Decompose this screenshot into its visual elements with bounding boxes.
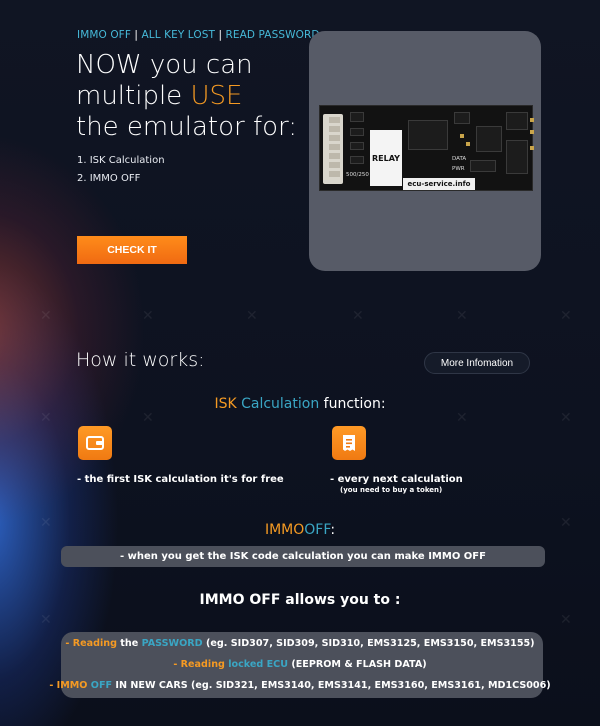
uses-list: 1. ISK Calculation 2. IMMO OFF bbox=[77, 152, 165, 188]
allows-password: PASSWORD bbox=[141, 638, 203, 649]
allows-reading: - Reading bbox=[65, 638, 117, 649]
link-all-key-lost[interactable]: ALL KEY LOST bbox=[141, 29, 215, 41]
decor-cross: ✕ bbox=[142, 410, 154, 426]
decor-cross: ✕ bbox=[456, 308, 468, 324]
decor-cross: ✕ bbox=[560, 612, 572, 628]
immo-off-info-bar: - when you get the ISK code calculation … bbox=[61, 546, 545, 567]
check-it-button[interactable]: CHECK IT bbox=[77, 236, 187, 264]
receipt-icon bbox=[332, 426, 366, 460]
immo-title-off: OFF bbox=[304, 522, 331, 538]
decor-cross: ✕ bbox=[560, 410, 572, 426]
hero-title: NOW you can multiple USE the emulator fo… bbox=[76, 50, 297, 143]
decor-cross: ✕ bbox=[560, 308, 572, 324]
isk-title-function: function: bbox=[323, 396, 386, 412]
decor-cross: ✕ bbox=[246, 308, 258, 324]
connector-icon bbox=[323, 114, 343, 184]
immo-title-immo: IMMO bbox=[264, 522, 305, 538]
brand-label: ecu-service.info bbox=[403, 178, 475, 190]
relay-label: RELAY bbox=[370, 130, 402, 186]
hero-title-use: USE bbox=[190, 81, 243, 111]
decor-cross: ✕ bbox=[40, 612, 52, 628]
allows-immo: - IMMO bbox=[49, 680, 88, 691]
link-immo-off[interactable]: IMMO OFF bbox=[77, 29, 131, 41]
allows-line-new-cars: - IMMO OFF IN NEW CARS (eg. SID321, EMS3… bbox=[0, 680, 600, 691]
hero-title-line2: multiple USE bbox=[76, 81, 297, 112]
decor-cross: ✕ bbox=[352, 308, 364, 324]
paid-calculation-text: - every next calculation bbox=[330, 474, 463, 485]
allows-title: IMMO OFF allows you to : bbox=[199, 592, 401, 608]
pwr-label: PWR bbox=[452, 166, 465, 172]
hero-title-line3: the emulator for: bbox=[76, 112, 297, 142]
how-it-works-title: How it works: bbox=[76, 349, 205, 371]
allows-line-locked-ecu: - Reading locked ECU (EEPROM & FLASH DAT… bbox=[0, 659, 600, 670]
product-card: RELAY DATA PWR 500/250 ecu-service.info bbox=[309, 31, 541, 271]
use-item-isk: 1. ISK Calculation bbox=[77, 155, 165, 166]
allows-line-password: - Reading the PASSWORD (eg. SID307, SID3… bbox=[0, 638, 600, 649]
decor-cross: ✕ bbox=[40, 410, 52, 426]
code-label: 500/250 bbox=[346, 172, 369, 178]
hero-title-line1: NOW you can bbox=[76, 50, 253, 80]
allows-password-models: (eg. SID307, SID309, SID310, EMS3125, EM… bbox=[202, 638, 535, 649]
isk-title-isk: ISK bbox=[214, 396, 237, 412]
hero-title-multiple: multiple bbox=[76, 81, 191, 111]
allows-the: the bbox=[116, 638, 142, 649]
data-label: DATA bbox=[452, 156, 467, 162]
use-item-immo: 2. IMMO OFF bbox=[77, 173, 141, 184]
decor-cross: ✕ bbox=[456, 410, 468, 426]
decor-cross: ✕ bbox=[142, 308, 154, 324]
allows-eeprom-flash: (EEPROM & FLASH DATA) bbox=[288, 659, 427, 670]
decor-cross: ✕ bbox=[40, 515, 52, 531]
immo-section-title: IMMOOFF: bbox=[0, 522, 600, 538]
allows-off: OFF bbox=[87, 680, 113, 691]
allows-locked-ecu: locked ECU bbox=[224, 659, 289, 670]
free-calculation-text: - the first ISK calculation it's for fre… bbox=[77, 474, 284, 485]
more-information-button[interactable]: More Infomation bbox=[424, 352, 530, 374]
link-separator: | bbox=[215, 29, 226, 41]
immo-title-colon: : bbox=[330, 522, 336, 538]
isk-title-calculation: Calculation bbox=[241, 396, 320, 412]
wallet-icon bbox=[78, 426, 112, 460]
decor-cross: ✕ bbox=[560, 515, 572, 531]
allows-panel bbox=[61, 632, 543, 698]
isk-section-title: ISK Calculation function: bbox=[0, 396, 600, 412]
link-separator: | bbox=[130, 29, 142, 41]
link-read-password[interactable]: READ PASSWORD bbox=[225, 29, 320, 41]
allows-new-cars-models: IN NEW CARS (eg. SID321, EMS3140, EMS314… bbox=[112, 680, 551, 691]
decor-cross: ✕ bbox=[40, 308, 52, 324]
token-note: (you need to buy a token) bbox=[340, 486, 443, 494]
allows-reading: - Reading bbox=[173, 659, 225, 670]
top-links: IMMO OFF | ALL KEY LOST | READ PASSWORD bbox=[77, 29, 320, 41]
emulator-board-image: RELAY DATA PWR 500/250 ecu-service.info bbox=[319, 105, 534, 191]
